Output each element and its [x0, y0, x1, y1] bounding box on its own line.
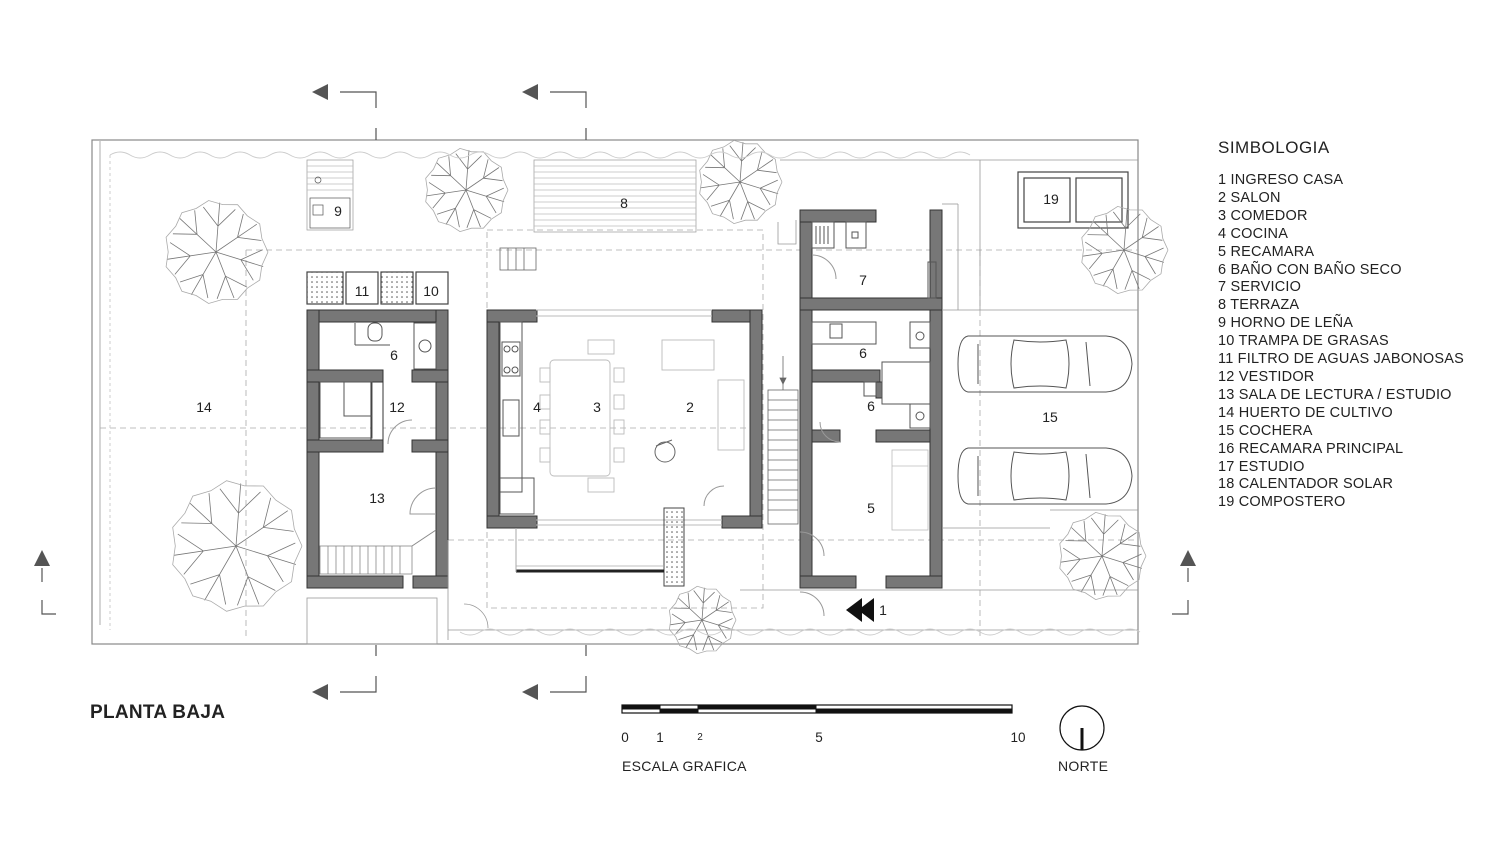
legend-item: 16 RECAMARA PRINCIPAL — [1218, 440, 1404, 457]
tree-icon — [1059, 511, 1147, 601]
stairs — [499, 247, 799, 525]
room-label-9: 9 — [334, 203, 342, 219]
north-label: NORTE — [1058, 758, 1109, 774]
tree-icon — [699, 139, 783, 225]
room-label-8: 8 — [620, 195, 628, 211]
walls-right-block — [799, 209, 943, 589]
tree-icon — [165, 200, 269, 304]
room-label-15: 15 — [1042, 409, 1058, 425]
legend-item: 13 SALA DE LECTURA / ESTUDIO — [1218, 386, 1452, 403]
left-block-details — [319, 322, 437, 575]
room-label-14: 14 — [196, 399, 212, 415]
entry-arrow — [846, 598, 874, 622]
legend-title: SIMBOLOGIA — [1218, 138, 1330, 157]
tree-icon — [1081, 205, 1169, 295]
section-arrows — [34, 84, 1196, 700]
legend-item: 14 HUERTO DE CULTIVO — [1218, 404, 1393, 421]
scale-label: ESCALA GRAFICA — [622, 758, 747, 774]
legend-item: 1 INGRESO CASA — [1218, 172, 1344, 188]
legend-item: 10 TRAMPA DE GRASAS — [1218, 333, 1389, 350]
room-label-2: 2 — [686, 399, 694, 415]
car-bottom — [957, 447, 1133, 505]
room-label-7: 7 — [859, 272, 867, 288]
filters-boxes — [306, 271, 449, 305]
compostero-boxes — [1017, 171, 1129, 229]
right-block-details — [799, 221, 937, 617]
room-label-6c: 6 — [867, 398, 875, 414]
legend-item: 7 SERVICIO — [1218, 279, 1302, 296]
hedges — [109, 151, 1141, 636]
legend-item: 19 COMPOSTERO — [1218, 494, 1346, 511]
lot-boundary — [91, 139, 1139, 645]
room-label-12: 12 — [389, 399, 405, 415]
scale-tick-5: 5 — [815, 730, 823, 745]
central-block-details — [499, 309, 745, 587]
room-label-4: 4 — [533, 399, 541, 415]
room-label-19: 19 — [1043, 191, 1059, 207]
legend-item: 17 ESTUDIO — [1218, 458, 1305, 475]
legend-item: 12 VESTIDOR — [1218, 368, 1315, 385]
scale-tick-10: 10 — [1010, 730, 1026, 745]
north-symbol — [1059, 705, 1105, 751]
scale-tick-0: 0 — [621, 730, 629, 745]
graphic-scale — [621, 704, 1013, 714]
legend-item: 3 COMEDOR — [1218, 207, 1308, 224]
tree-icon — [425, 147, 509, 233]
legend: SIMBOLOGIA 1 INGRESO CASA 2 SALON 3 COME… — [1218, 138, 1488, 512]
walls-central-block — [486, 309, 763, 529]
room-label-11: 11 — [355, 283, 370, 299]
legend-list: 1 INGRESO CASA 2 SALON 3 COMEDOR 4 COCIN… — [1218, 172, 1488, 512]
legend-item: 4 COCINA — [1218, 225, 1289, 242]
legend-item: 9 HORNO DE LEÑA — [1218, 315, 1354, 332]
legend-item: 2 SALON — [1218, 189, 1281, 206]
room-label-1: 1 — [879, 602, 887, 618]
walls-left-block — [306, 309, 449, 589]
plan-title: PLANTA BAJA — [90, 702, 226, 723]
room-label-5: 5 — [867, 500, 875, 516]
room-labels: 1 2 3 4 5 6 6 6 7 8 9 10 11 12 13 14 15 … — [196, 191, 1059, 618]
exterior-paths — [306, 159, 1138, 645]
oven-deck — [306, 159, 354, 231]
legend-item: 8 TERRAZA — [1218, 297, 1300, 314]
legend-item: 11 FILTRO DE AGUAS JABONOSAS — [1218, 351, 1464, 368]
tree-icon — [668, 585, 737, 655]
room-label-6b: 6 — [859, 345, 867, 361]
section-markers — [41, 91, 1189, 693]
room-label-6a: 6 — [390, 347, 398, 363]
tree-icon — [172, 480, 303, 612]
room-label-13: 13 — [369, 490, 385, 506]
construction-dashed-lines — [100, 229, 1138, 640]
tree-symbols — [165, 139, 1169, 655]
scale-tick-2: 2 — [697, 732, 703, 743]
scale-tick-1: 1 — [656, 730, 664, 745]
terrace-deck — [533, 159, 697, 233]
legend-item: 18 CALENTADOR SOLAR — [1218, 476, 1394, 493]
room-label-3: 3 — [593, 399, 601, 415]
legend-item: 15 COCHERA — [1218, 422, 1313, 439]
legend-item: 6 BAÑO CON BAÑO SECO — [1218, 261, 1402, 278]
car-top — [957, 335, 1133, 393]
legend-item: 5 RECAMARA — [1218, 243, 1315, 260]
room-label-10: 10 — [423, 283, 439, 299]
